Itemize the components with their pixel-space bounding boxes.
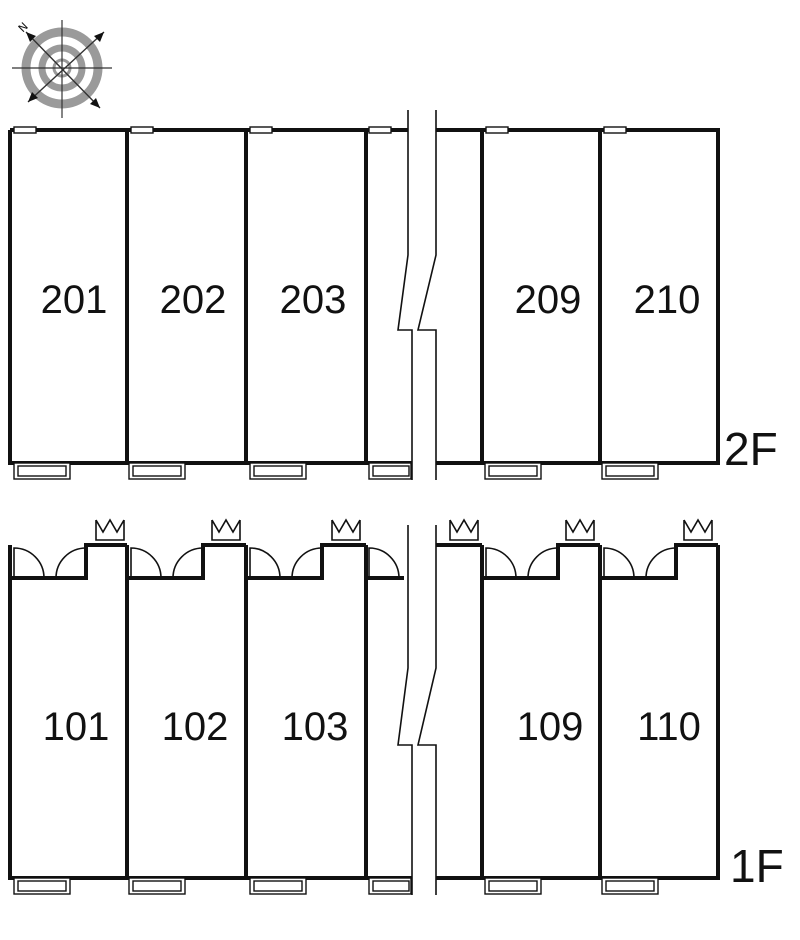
room-label-109: 109 xyxy=(517,705,584,749)
floor-2f: 201 202 203 209 210 2F xyxy=(8,110,778,480)
room-label-110: 110 xyxy=(637,705,701,749)
doors-1f xyxy=(13,547,677,579)
floor-1f: 101 102 103 109 110 1F xyxy=(8,518,784,895)
room-label-103: 103 xyxy=(282,705,349,749)
room-label-202: 202 xyxy=(160,278,227,322)
room-label-102: 102 xyxy=(162,705,229,749)
svg-text:N: N xyxy=(16,20,31,35)
room-label-201: 201 xyxy=(41,278,108,322)
balconies-1f xyxy=(13,877,659,895)
room-label-209: 209 xyxy=(515,278,582,322)
balconies-2f xyxy=(13,462,659,480)
meter-symbols-1f xyxy=(95,518,713,541)
windows-2f xyxy=(13,126,627,134)
compass-rose-icon: N xyxy=(12,20,112,118)
floor-label-2f: 2F xyxy=(724,423,778,475)
room-label-210: 210 xyxy=(634,278,701,322)
room-label-101: 101 xyxy=(43,705,110,749)
room-label-203: 203 xyxy=(280,278,347,322)
floor-label-1f: 1F xyxy=(730,840,784,892)
